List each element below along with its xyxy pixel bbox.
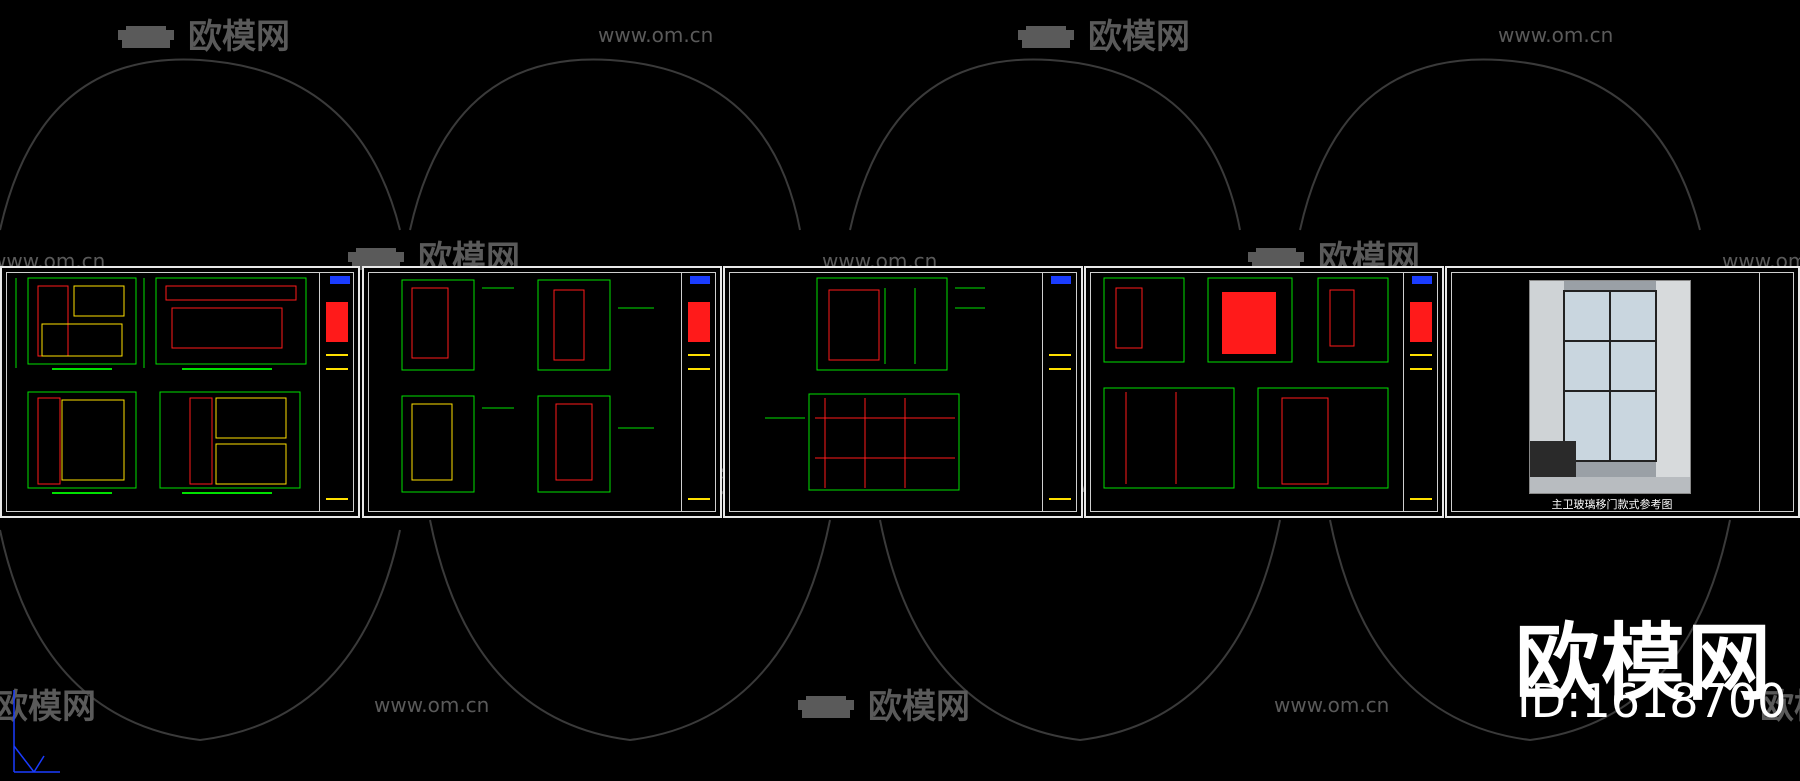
drawing-sheet-3[interactable] bbox=[723, 266, 1083, 518]
sheet-border bbox=[1451, 272, 1794, 512]
watermark-url: www.om.cn bbox=[1498, 23, 1613, 47]
title-block bbox=[319, 272, 354, 512]
watermark-brand: 欧模网 bbox=[868, 687, 970, 727]
reference-photo bbox=[1529, 280, 1691, 494]
ucs-axis-icon bbox=[13, 690, 60, 773]
photo-caption: 主卫玻璃移门款式参考图 bbox=[1551, 498, 1673, 511]
glass-door-photo bbox=[1530, 281, 1690, 493]
drawing-sheet-5[interactable]: 主卫玻璃移门款式参考图 bbox=[1445, 266, 1800, 518]
brand-overlay-name: 欧模网 bbox=[1515, 614, 1774, 712]
watermark-url: www.om.cn bbox=[1274, 693, 1389, 717]
sheet-border bbox=[6, 272, 354, 512]
drawing-sheet-2[interactable] bbox=[362, 266, 722, 518]
watermark-url: www.om.cn bbox=[374, 693, 489, 717]
sheet-border bbox=[368, 272, 716, 512]
title-block bbox=[1403, 272, 1438, 512]
title-block bbox=[1759, 272, 1794, 512]
cad-drawing-1 bbox=[15, 276, 350, 500]
title-block bbox=[681, 272, 716, 512]
drawing-sheet-4[interactable] bbox=[1084, 266, 1444, 518]
watermark-url: www.om.cn bbox=[598, 23, 713, 47]
cad-drawing-3 bbox=[765, 276, 1071, 500]
cad-drawing-2 bbox=[401, 276, 710, 500]
sheet-border bbox=[1090, 272, 1438, 512]
watermark-brand: 欧模网 bbox=[1088, 17, 1190, 57]
title-block bbox=[1042, 272, 1077, 512]
sheet-border bbox=[729, 272, 1077, 512]
watermark-brand: 欧模网 bbox=[188, 17, 290, 57]
drawing-sheets-row: 主卫玻璃移门款式参考图 bbox=[0, 266, 1800, 518]
cad-drawing-4 bbox=[1103, 276, 1432, 500]
brand-overlay-id: ID:1618700 bbox=[1517, 674, 1787, 728]
drawing-sheet-1[interactable] bbox=[0, 266, 360, 518]
